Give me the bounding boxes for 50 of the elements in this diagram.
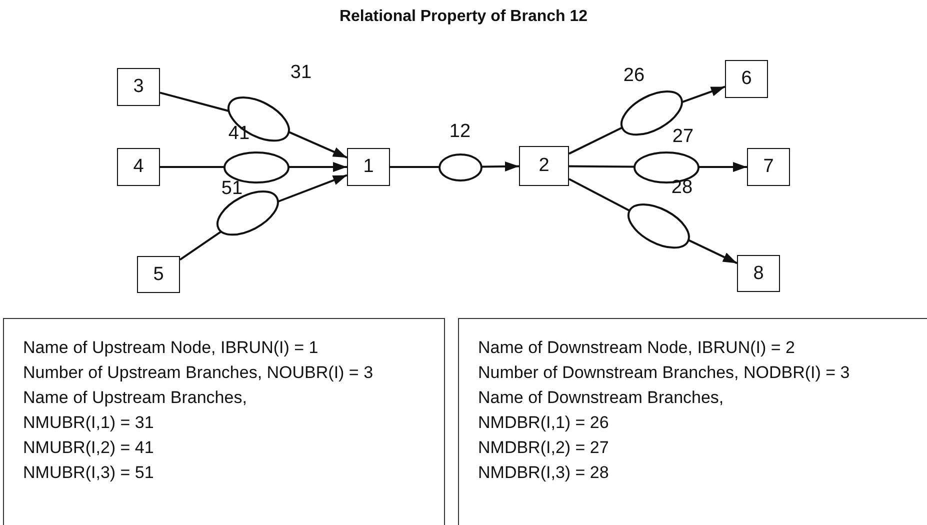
- info-text: NMDBR(I,2) = 27: [478, 437, 609, 459]
- arrow: [698, 162, 747, 172]
- node-box: [747, 148, 790, 186]
- node-number: 7: [763, 156, 774, 178]
- info-panel: [3, 318, 445, 525]
- node-box: [117, 148, 160, 186]
- node-box: [137, 256, 180, 293]
- arrow: [278, 174, 348, 202]
- arrow: [288, 131, 348, 159]
- branch-number: 27: [672, 126, 694, 148]
- node-number: 5: [153, 264, 164, 286]
- connector-line: [179, 230, 222, 261]
- branch-number: 26: [623, 65, 645, 87]
- connector-line: [568, 126, 623, 155]
- node-box: [117, 68, 160, 106]
- arrow: [682, 86, 726, 104]
- node-box: [725, 60, 768, 98]
- info-text: NMUBR(I,2) = 41: [23, 437, 154, 459]
- info-text: Number of Downstream Branches, NODBR(I) = 3: [478, 362, 850, 384]
- connector-line: [569, 165, 634, 168]
- node-number: 8: [753, 262, 764, 284]
- info-text: Name of Downstream Branches,: [478, 387, 724, 409]
- node-number: 2: [538, 155, 550, 177]
- node-number: 1: [363, 156, 374, 178]
- info-panel: [458, 318, 927, 525]
- arrow: [288, 162, 347, 172]
- arrow: [688, 239, 738, 264]
- arrow: [480, 161, 520, 172]
- info-text: Name of Upstream Node, IBRUN(I) = 1: [23, 337, 318, 359]
- branch-number: 31: [290, 62, 312, 84]
- info-text: Name of Upstream Branches,: [23, 387, 247, 409]
- node-number: 4: [133, 156, 144, 178]
- node-box: [347, 148, 390, 186]
- info-text: NMDBR(I,3) = 28: [478, 462, 609, 484]
- connector-line: [390, 166, 439, 168]
- node-box: [737, 255, 780, 292]
- info-text: NMUBR(I,3) = 51: [23, 462, 154, 484]
- branch-number: 51: [221, 178, 243, 200]
- connector-line: [160, 92, 230, 112]
- node-number: 6: [741, 68, 752, 90]
- connector-line: [568, 178, 630, 212]
- diagram-title: Relational Property of Branch 12: [338, 8, 589, 26]
- info-text: Number of Upstream Branches, NOUBR(I) = 3: [23, 362, 374, 384]
- info-text: NMUBR(I,1) = 31: [23, 412, 154, 434]
- info-text: NMDBR(I,1) = 26: [478, 412, 609, 434]
- node-number: 3: [133, 76, 144, 98]
- node-box: [519, 146, 569, 186]
- branch-number: 12: [449, 121, 471, 143]
- info-text: Name of Downstream Node, IBRUN(I) = 2: [478, 337, 795, 359]
- connector-line: [160, 166, 224, 168]
